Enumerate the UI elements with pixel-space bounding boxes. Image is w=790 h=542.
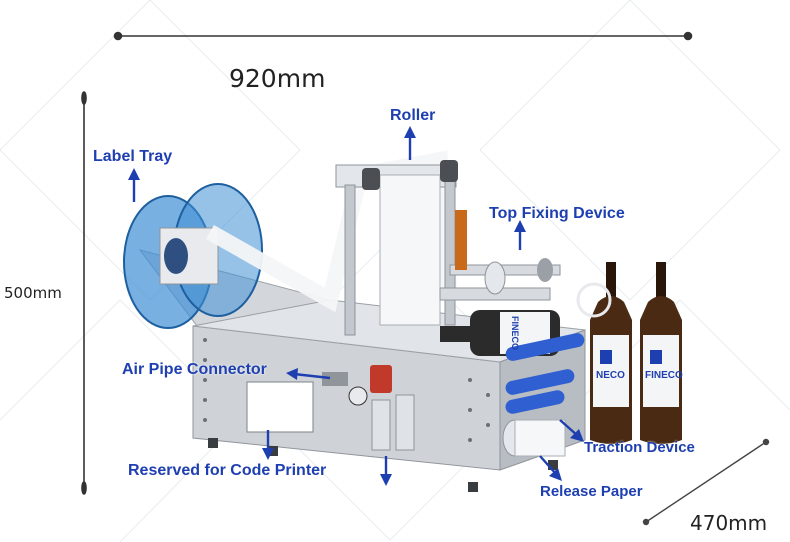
reserved-for-code-printer-callout: Reserved for Code Printer [128, 462, 327, 479]
copyright-watermark [576, 282, 612, 318]
release-paper-callout: Release Paper [540, 483, 643, 500]
width-dimension-line [113, 31, 693, 41]
depth-label: 470mm [690, 511, 768, 535]
label-tray-callout: Label Tray [93, 148, 173, 165]
traction-device-callout: Traction Device [584, 439, 695, 456]
callout-arrows [128, 126, 584, 486]
bottle-label-text-1: NECO [596, 370, 625, 381]
depth-dimension-line [642, 438, 770, 526]
label-tray-reel [123, 183, 263, 329]
roller-columns [335, 160, 458, 336]
roller-callout: Roller [390, 107, 436, 124]
height-dimension-line [81, 91, 87, 495]
air-filter-units [322, 365, 415, 451]
blue-rollers [505, 333, 585, 414]
top-fixing-arm [439, 210, 561, 301]
brand-logo-text: FINECO [510, 316, 520, 351]
width-label: 920mm [229, 64, 326, 93]
release-paper-roll [502, 419, 566, 457]
top-fixing-device-callout: Top Fixing Device [489, 205, 625, 222]
height-label: 500mm [4, 284, 62, 302]
upright-bottles [590, 262, 682, 444]
bottle-label-text-2: FINECO [645, 370, 683, 381]
air-pipe-connector-callout: Air Pipe Connector [122, 361, 267, 378]
